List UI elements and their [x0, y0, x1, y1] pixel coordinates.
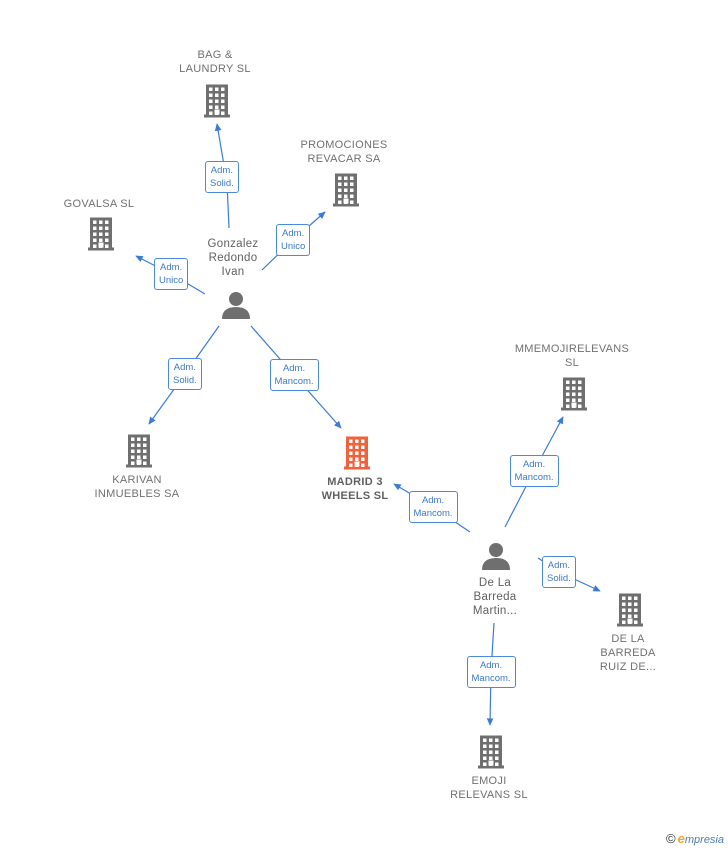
- building-icon-bag[interactable]: [204, 84, 230, 118]
- brand-name: mpresia: [684, 834, 724, 846]
- edge-label-person2-emoji[interactable]: Adm. Mancom.: [466, 656, 516, 688]
- building-icon-madrid[interactable]: [344, 436, 370, 470]
- edge-label-person1-madrid[interactable]: Adm. Mancom.: [269, 359, 319, 391]
- node-label-promociones[interactable]: PROMOCIONES REVACAR SA: [300, 139, 388, 165]
- node-label-mmemoji[interactable]: MMEMOJIRELEVANS SL: [514, 343, 630, 369]
- node-label-karivan[interactable]: KARIVAN INMUEBLES SA: [94, 474, 180, 500]
- building-icon-promociones[interactable]: [333, 173, 359, 207]
- building-icon-mmemoji[interactable]: [561, 377, 587, 411]
- edge-label-person1-govalsa[interactable]: Adm. Unico: [154, 258, 189, 290]
- brand-logo[interactable]: ©empresia: [666, 831, 724, 846]
- node-label-govalsa[interactable]: GOVALSA SL: [63, 198, 135, 210]
- edge-label-person2-delabarreda[interactable]: Adm. Solid.: [542, 556, 576, 588]
- node-label-delabarreda[interactable]: DE LA BARREDA RUIZ DE...: [599, 633, 657, 673]
- building-icon-delabarreda[interactable]: [617, 593, 643, 627]
- edge-label-person2-mmemoji[interactable]: Adm. Mancom.: [509, 455, 559, 487]
- building-icon-karivan[interactable]: [126, 434, 152, 468]
- node-label-person1[interactable]: Gonzalez Redondo Ivan: [207, 238, 259, 278]
- edge-label-person1-promociones[interactable]: Adm. Unico: [276, 224, 311, 256]
- person-icon-person2[interactable]: [482, 543, 510, 570]
- edge-label-person2-madrid[interactable]: Adm. Mancom.: [408, 491, 458, 523]
- copyright-icon: ©: [666, 831, 676, 846]
- node-label-bag[interactable]: BAG & LAUNDRY SL: [179, 49, 251, 75]
- node-label-emoji[interactable]: EMOJI RELEVANS SL: [450, 775, 528, 801]
- edge-label-person1-karivan[interactable]: Adm. Solid.: [168, 358, 202, 390]
- edge-label-person1-bag[interactable]: Adm. Solid.: [205, 161, 239, 193]
- node-label-madrid[interactable]: MADRID 3 WHEELS SL: [321, 476, 389, 502]
- node-label-person2[interactable]: De La Barreda Martin...: [472, 577, 518, 617]
- person-icon-person1[interactable]: [222, 292, 250, 319]
- brand-initial: e: [677, 831, 685, 846]
- building-icon-govalsa[interactable]: [88, 217, 114, 251]
- building-icon-emoji[interactable]: [478, 735, 504, 769]
